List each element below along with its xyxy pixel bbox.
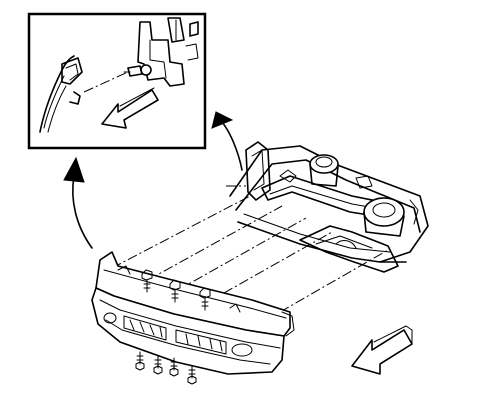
bolt-bottom-3 <box>169 357 179 377</box>
bolt-bottom-1 <box>135 351 145 371</box>
bolt-top-2 <box>169 279 181 303</box>
bolt-bottom-2 <box>153 355 163 375</box>
inset-retainer-clip <box>123 17 199 87</box>
inset-bumper-corner <box>39 55 83 133</box>
inset-direction-arrow <box>101 89 159 129</box>
curved-arrow-left <box>63 156 93 249</box>
curved-arrow-right <box>211 111 243 171</box>
detail-inset <box>27 12 207 150</box>
bolt-top-3 <box>199 287 211 311</box>
front-direction-arrow <box>351 325 413 375</box>
inset-frame <box>27 12 207 150</box>
alignment-lines <box>111 185 389 313</box>
vehicle-frame <box>229 141 429 273</box>
front-bumper <box>91 251 295 375</box>
bolt-bottom-4 <box>187 365 197 385</box>
bolt-top-1 <box>141 269 153 293</box>
